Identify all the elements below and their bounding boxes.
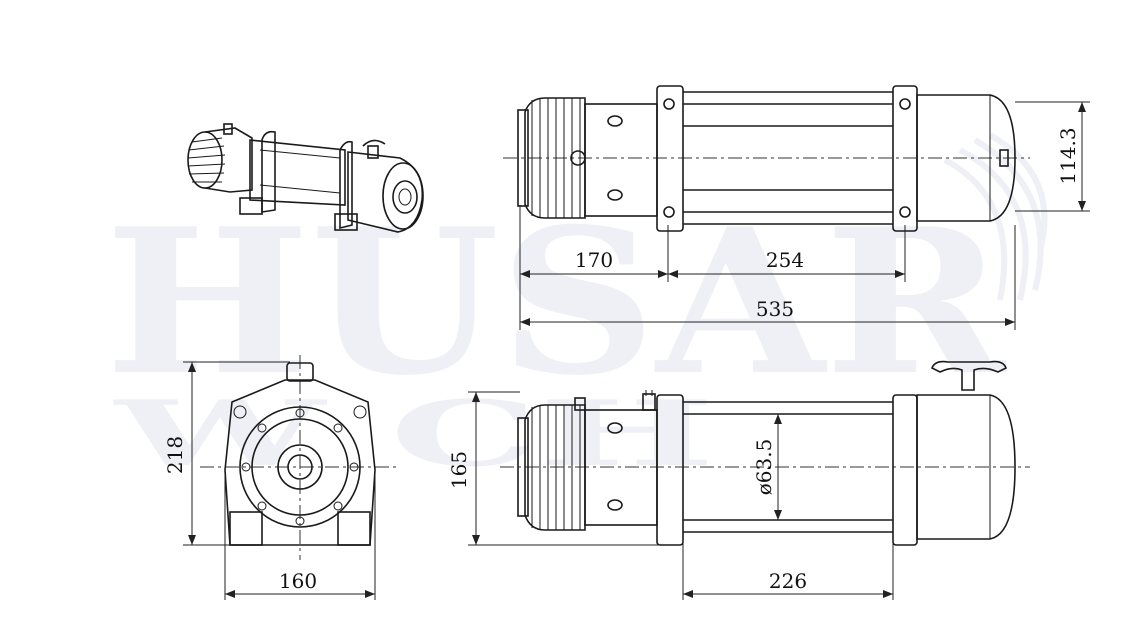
side-dimensions: 165 ø63.5 226 <box>447 391 894 600</box>
front-view <box>200 355 400 560</box>
watermark-line2: W CH <box>113 381 715 487</box>
iso-drum <box>239 130 358 231</box>
dim-254: 254 <box>766 248 804 272</box>
top-gearbox <box>916 94 1016 222</box>
front-bolts <box>233 405 367 526</box>
iso-gearbox <box>347 139 424 233</box>
top-view <box>503 85 1030 232</box>
dim-535: 535 <box>756 297 794 321</box>
clutch-handle-icon <box>930 360 1008 391</box>
isometric-view <box>187 123 424 233</box>
wing-logo-icon <box>943 132 1048 301</box>
top-left-plate <box>656 85 684 232</box>
side-gearbox <box>916 394 1016 540</box>
front-housing <box>224 379 376 546</box>
dim-165: 165 <box>447 451 471 489</box>
dim-218: 218 <box>163 436 187 474</box>
top-drum <box>683 91 893 225</box>
iso-motor <box>187 123 253 193</box>
side-view <box>500 360 1030 546</box>
top-dimensions: 114.3 170 254 535 <box>519 101 1090 330</box>
dim-170: 170 <box>575 248 613 272</box>
side-left-plate <box>656 394 684 546</box>
watermark: HUSAR W CH <box>105 132 1048 487</box>
dim-drum-diameter: ø63.5 <box>752 439 776 496</box>
side-drum <box>683 401 893 533</box>
dim-height-114: 114.3 <box>1056 127 1080 184</box>
front-dimensions: 218 160 <box>163 361 376 600</box>
side-motor <box>517 404 586 531</box>
top-motor <box>517 97 586 219</box>
dim-226: 226 <box>769 569 807 593</box>
dim-160: 160 <box>279 569 317 593</box>
side-terminals <box>574 390 656 411</box>
